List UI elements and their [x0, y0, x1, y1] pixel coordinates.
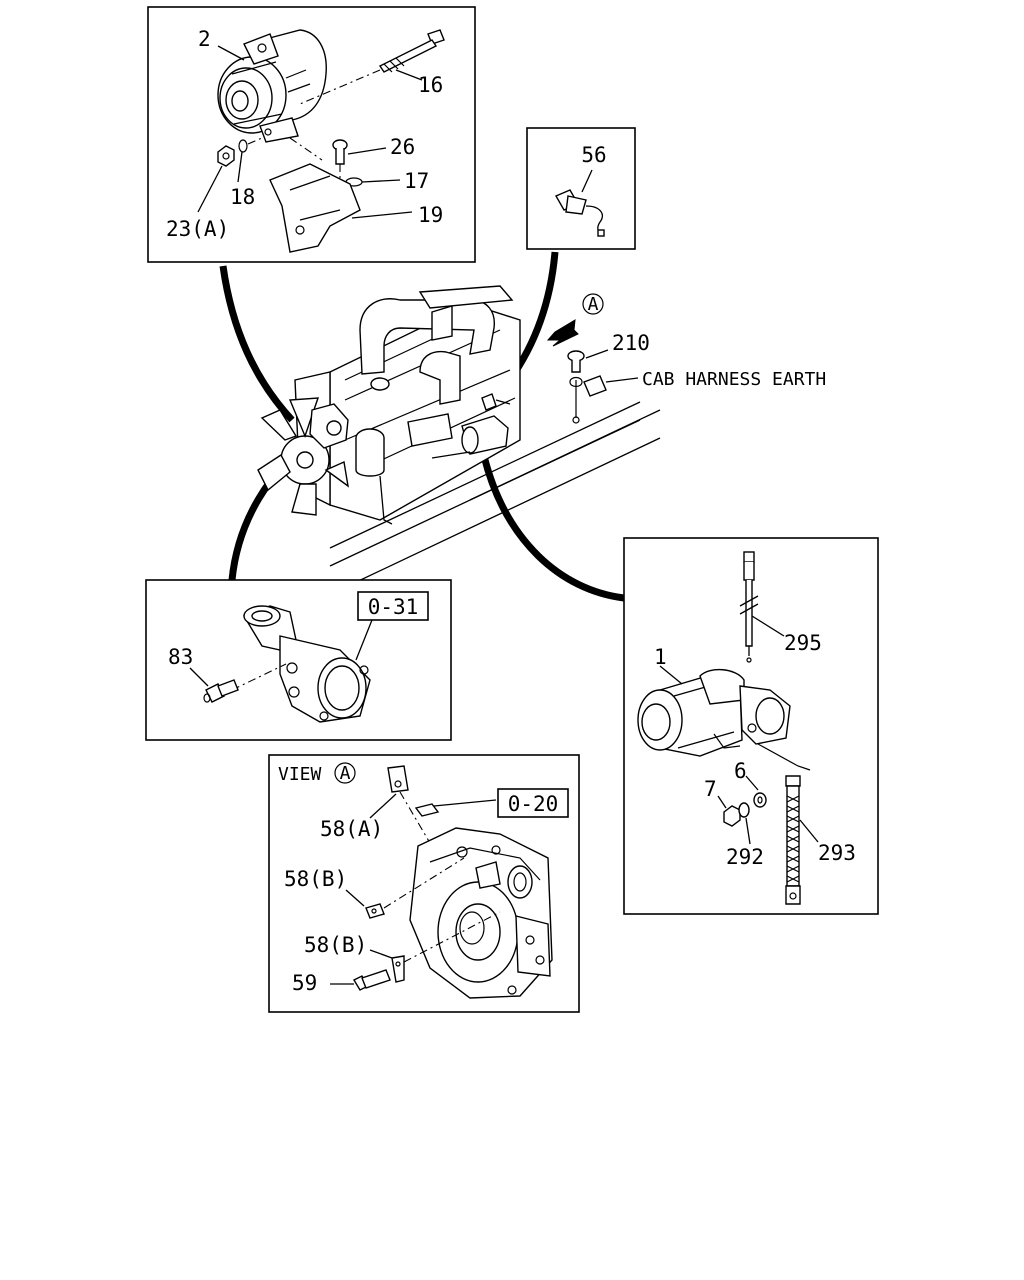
view-a-box: VIEW A 58(A) 0-20	[268, 754, 580, 1013]
callout-56: 56	[581, 143, 606, 167]
callout-26: 26	[390, 135, 415, 159]
ref-0-20-box: 0-20	[497, 788, 569, 818]
connector-starter	[480, 455, 625, 602]
ref-0-20: 0-20	[508, 792, 559, 816]
view-a-marker-2: A	[340, 763, 351, 784]
callout-210: 210	[612, 331, 650, 355]
callout-19: 19	[418, 203, 443, 227]
view-a-arrow-group: A	[546, 293, 604, 347]
callout-7: 7	[704, 777, 717, 801]
ref-0-31: 0-31	[368, 595, 419, 619]
cable-295-drawing	[739, 551, 785, 663]
connector-alternator	[219, 265, 295, 423]
bracket-19-drawing	[269, 163, 361, 253]
engine-fan	[257, 397, 349, 516]
ref-0-31-box: 0-31	[357, 591, 429, 621]
callout-293: 293	[818, 841, 856, 865]
earth-bolt-group: 210 CAB HARNESS EARTH	[567, 331, 826, 397]
thermostat-box: 0-31 83	[145, 579, 452, 741]
callout-18: 18	[230, 185, 255, 209]
callout-83: 83	[168, 645, 193, 669]
engine-assembly	[257, 285, 661, 586]
callout-6: 6	[734, 759, 747, 783]
callout-16: 16	[418, 73, 443, 97]
callout-23a: 23(A)	[166, 217, 229, 241]
callout-cab-harness-earth: CAB HARNESS EARTH	[642, 369, 826, 390]
callout-17: 17	[404, 169, 429, 193]
view-a-label: VIEW	[278, 764, 322, 785]
thermostat-drawing	[231, 605, 371, 723]
bolt-26-drawing	[332, 139, 348, 180]
bolt-16-drawing	[299, 29, 445, 105]
callout-59: 59	[292, 971, 317, 995]
callout-58a: 58(A)	[320, 817, 383, 841]
starter-drawing	[637, 665, 791, 757]
callout-295: 295	[784, 631, 822, 655]
view-a-marker: A	[588, 294, 599, 315]
flywheel-housing-drawing	[409, 827, 553, 999]
callout-58b-2: 58(B)	[304, 933, 367, 957]
callout-58b-1: 58(B)	[284, 867, 347, 891]
switch-box: 56	[526, 127, 636, 250]
alternator-drawing	[217, 29, 327, 143]
strap-293-drawing	[785, 775, 819, 905]
callout-1: 1	[654, 645, 667, 669]
callout-2: 2	[198, 27, 211, 51]
view-a-arrow	[546, 319, 579, 347]
callout-292: 292	[726, 845, 764, 869]
alternator-box: 16 2 26 17 19 18 23(A)	[147, 6, 476, 263]
starter-box: 295 1 6 7 292	[623, 537, 879, 915]
view-a-marker-circle	[582, 293, 604, 315]
